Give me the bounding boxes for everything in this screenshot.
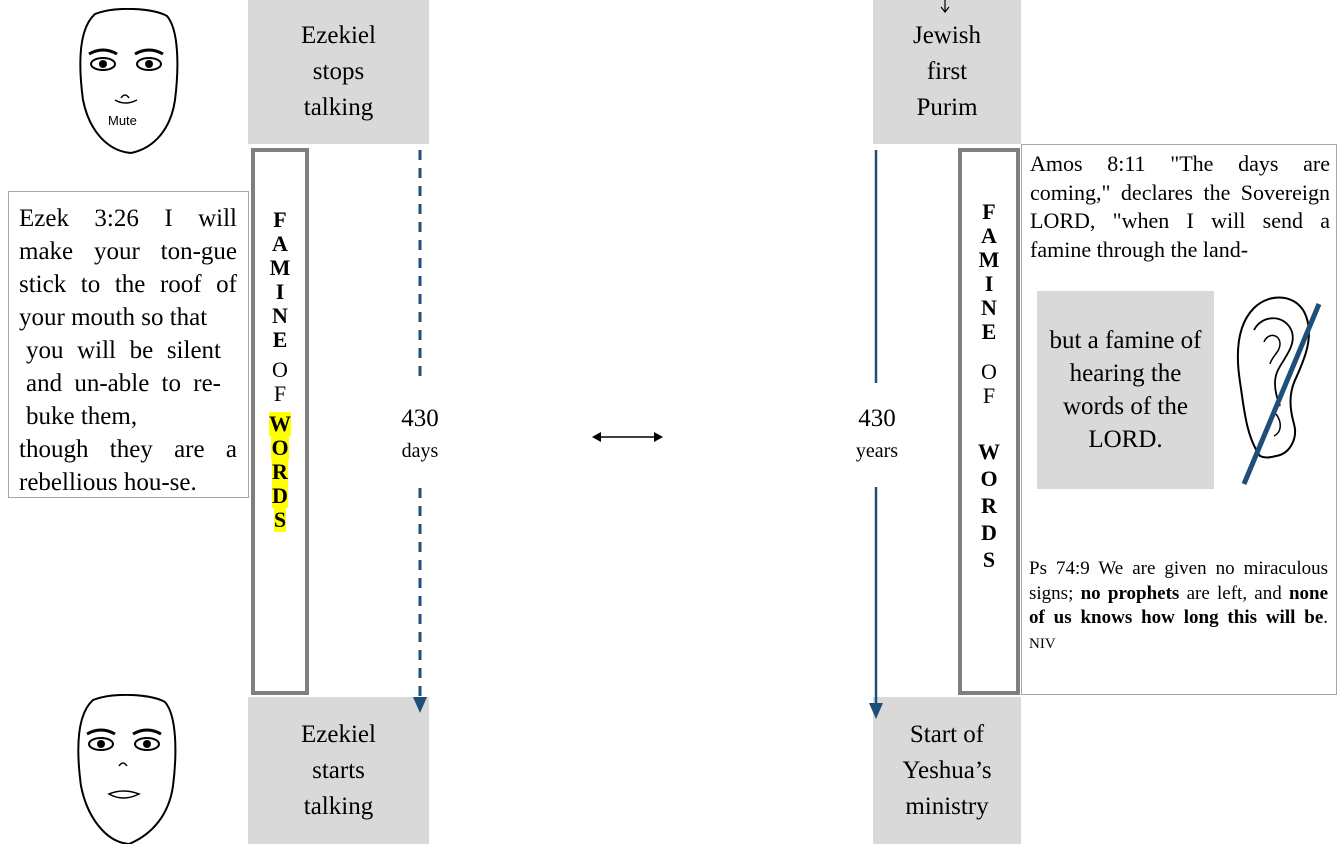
hearing-box: but a famine of hearing the words of the… bbox=[1037, 291, 1214, 489]
famine-of-words-right: F A M I N E O F W O R D S bbox=[958, 148, 1020, 695]
days-unit: days bbox=[401, 440, 439, 462]
words-letter: O bbox=[980, 466, 998, 491]
words-letter: W bbox=[269, 411, 291, 436]
ezekiel-stops-text: Ezekiel stops talking bbox=[301, 22, 376, 121]
hearing-text: but a famine of hearing the words of the… bbox=[1049, 327, 1202, 453]
years-number: 430 bbox=[858, 405, 896, 432]
famine-letter: A bbox=[981, 223, 997, 248]
famine-letter: N bbox=[272, 303, 288, 328]
famine-letter: M bbox=[978, 247, 1000, 272]
jewish-purim-text: Jewish first Purim bbox=[912, 22, 982, 121]
famine-letter: A bbox=[272, 231, 288, 256]
words-letter: R bbox=[981, 493, 997, 518]
mute-face-icon bbox=[79, 8, 179, 155]
jewish-purim-box: Jewish first Purim bbox=[873, 0, 1021, 144]
famine-letter: E bbox=[272, 327, 288, 352]
years-unit: years bbox=[855, 440, 899, 462]
of-letter: O bbox=[981, 359, 997, 384]
comparison-arrow-right-head bbox=[654, 432, 663, 442]
famine-letter: E bbox=[981, 319, 997, 344]
ezek-quote-line1: Ezek 3:26 I will make your ton-gue stick… bbox=[19, 205, 237, 331]
ezek-quote-line2: you will be silent and un-able to re-buk… bbox=[26, 337, 221, 430]
yeshua-ministry-text: Start of Yeshua’s ministry bbox=[902, 720, 992, 820]
of-letter: F bbox=[273, 381, 287, 406]
words-letter: R bbox=[272, 459, 288, 484]
ezekiel-starts-text: Ezekiel starts talking bbox=[301, 720, 376, 820]
psalm-bold1: no prophets bbox=[1080, 582, 1180, 604]
of-letter: F bbox=[982, 383, 996, 408]
psalm-quote: Ps 74:9 We are given no miraculous signs… bbox=[1029, 557, 1328, 656]
days-label: 430 days bbox=[390, 403, 450, 467]
mute-label: Mute bbox=[108, 113, 137, 128]
of-letter: O bbox=[272, 357, 288, 382]
crossed-ear-icon bbox=[1236, 296, 1322, 485]
comparison-arrow-left-head bbox=[592, 432, 601, 442]
talking-face-icon bbox=[77, 694, 177, 844]
ezekiel-starts-box: Ezekiel starts talking bbox=[248, 697, 429, 844]
yeshua-ministry-box: Start of Yeshua’s ministry bbox=[873, 697, 1021, 844]
psalm-part3: . bbox=[1323, 607, 1328, 628]
psalm-part2: are left, and bbox=[1186, 582, 1282, 604]
famine-of-words-left: F A M I N E O F W O R D S bbox=[251, 148, 309, 695]
psalm-version: NIV bbox=[1029, 635, 1056, 652]
famine-letter: I bbox=[984, 271, 994, 296]
years-label: 430 years bbox=[842, 403, 912, 467]
years-arrowhead bbox=[869, 703, 883, 719]
amos-quote: Amos 8:11 "The days are coming," declare… bbox=[1030, 151, 1330, 262]
words-letter: D bbox=[272, 483, 288, 508]
days-number: 430 bbox=[401, 405, 439, 432]
famine-letter: I bbox=[275, 279, 285, 304]
ezek-quote-line3: though they are a rebellious hou-se. bbox=[19, 436, 237, 496]
psalm-bold2: none of us knows how long this will be bbox=[1029, 582, 1329, 629]
words-letter: S bbox=[273, 507, 287, 532]
famine-letter: F bbox=[982, 199, 996, 224]
days-arrowhead bbox=[413, 697, 427, 713]
ezek-quote-box: Ezek 3:26 I will make your ton-gue stick… bbox=[8, 191, 249, 498]
words-letter: S bbox=[982, 547, 996, 572]
famine-letter: N bbox=[981, 295, 997, 320]
famine-letter: F bbox=[273, 207, 287, 232]
words-letter: W bbox=[978, 439, 1000, 464]
words-letter: D bbox=[981, 520, 997, 545]
words-letter: O bbox=[271, 435, 289, 460]
psalm-part1: Ps 74:9 We are given no miraculous signs… bbox=[1029, 558, 1328, 604]
incoming-arrow-icon bbox=[940, 0, 950, 13]
ezekiel-stops-box: Ezekiel stops talking bbox=[248, 0, 429, 144]
famine-letter: M bbox=[269, 255, 291, 280]
